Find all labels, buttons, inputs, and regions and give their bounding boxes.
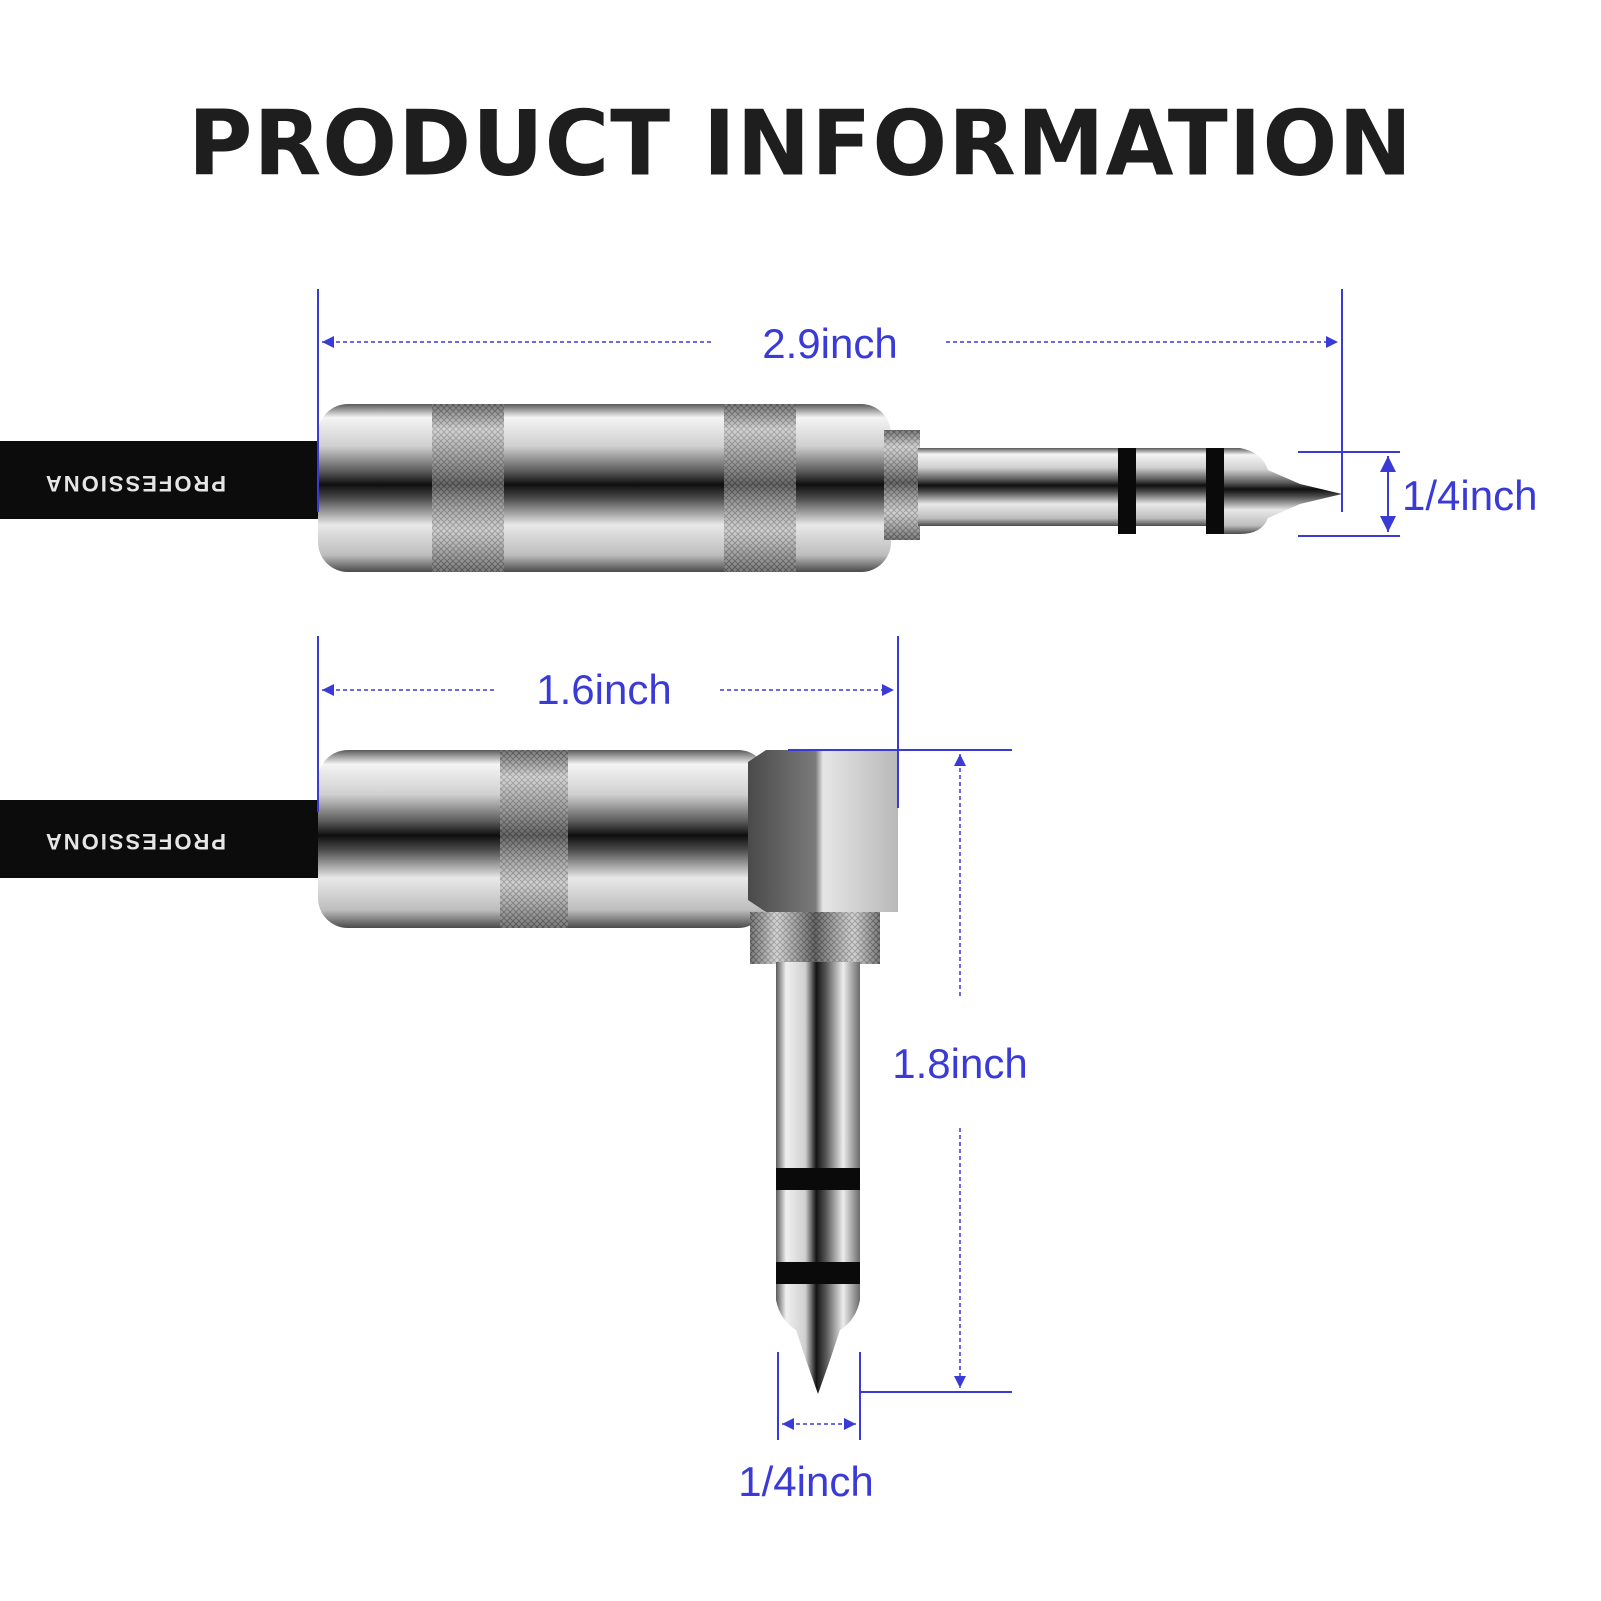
label-angled-length: 1.6inch — [536, 666, 671, 713]
dimension-angled-tip: 1/4inch — [738, 1352, 874, 1505]
straight-ring-2 — [1206, 448, 1224, 534]
label-angled-height: 1.8inch — [892, 1040, 1027, 1087]
angled-connector: PROFESSIONA — [0, 750, 898, 1394]
cable-top — [0, 441, 330, 519]
angled-ring-2 — [776, 1262, 860, 1284]
label-angled-tip: 1/4inch — [738, 1458, 873, 1505]
page-title: PRODUCT INFORMATION — [188, 90, 1413, 197]
straight-ring-1 — [1118, 448, 1136, 534]
dimension-straight-tip: 1/4inch — [1298, 451, 1537, 537]
angled-ring-1 — [776, 1168, 860, 1190]
straight-connector: PROFESSIONA — [0, 404, 1342, 572]
angled-elbow-block — [748, 750, 898, 912]
angled-tip — [776, 1284, 860, 1394]
label-straight-length: 2.9inch — [762, 320, 897, 367]
dimension-straight-length: 2.9inch — [317, 289, 1343, 512]
straight-tip — [1224, 448, 1342, 534]
dimension-angled-height: 1.8inch — [788, 749, 1028, 1393]
angled-shaft — [776, 962, 860, 1292]
cable-bottom — [0, 800, 330, 878]
label-straight-tip: 1/4inch — [1402, 472, 1537, 519]
cable-label-top: PROFESSIONA — [44, 471, 226, 496]
straight-shaft — [918, 448, 1236, 526]
cable-label-bottom: PROFESSIONA — [44, 829, 226, 854]
dimension-angled-length: 1.6inch — [317, 636, 899, 812]
straight-barrel — [318, 404, 891, 572]
